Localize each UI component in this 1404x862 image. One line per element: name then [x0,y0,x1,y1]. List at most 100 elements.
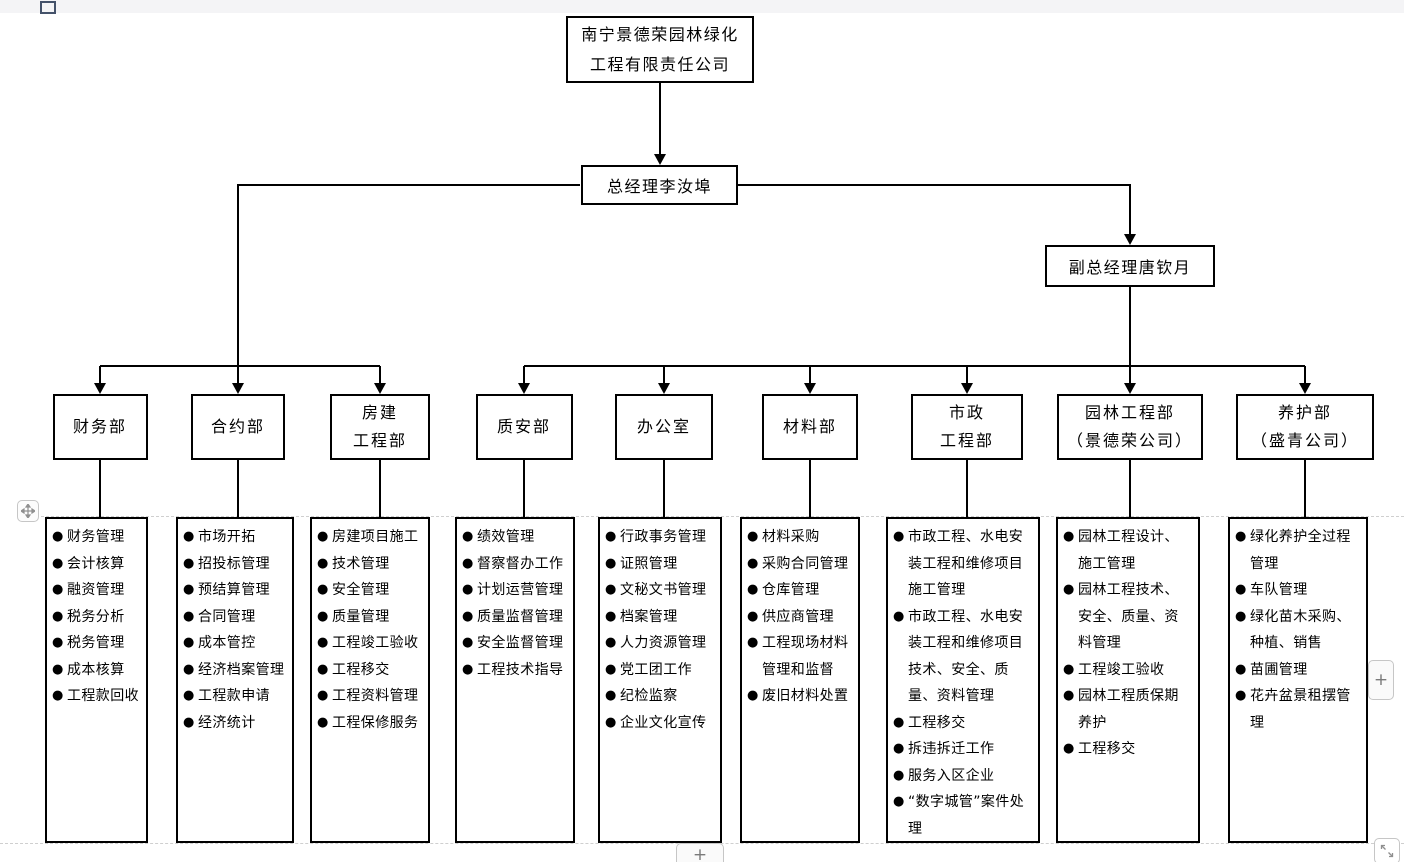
duty-item-text: 工程移交 [332,661,390,678]
duty-item-text: 企业文化宣传 [620,714,707,731]
bullet-icon: ● [1063,582,1075,597]
department-name-line: （景德荣公司） [1066,431,1193,450]
department-box-4[interactable]: 质安部 [475,394,573,460]
resize-handle-button[interactable] [1374,838,1400,862]
bullet-icon: ● [317,555,329,571]
bullet-icon: ● [183,688,195,703]
bullet-icon: ● [1063,661,1075,677]
department-box-6[interactable]: 材料部 [762,394,858,460]
duty-item-text: 工程移交 [908,714,966,731]
arrowhead [961,383,973,394]
duty-item-text: 党工团工作 [620,661,692,678]
department-name-line: 市政 [948,403,985,422]
duty-item: ●技术管理 [317,551,423,578]
duty-item-text: 车队管理 [1250,582,1308,598]
bullet-icon: ● [317,635,329,650]
department-box-5[interactable]: 办公室 [615,394,713,460]
bullet-icon: ● [605,635,617,650]
duty-item: ●园林工程设计、施工管理 [1063,524,1193,577]
department-box-2[interactable]: 合约部 [191,394,285,460]
bullet-icon: ● [747,608,759,624]
department-duties-list-2[interactable]: ●市场开拓●招投标管理●预结算管理●合同管理●成本管控●经济档案管理●工程款申请… [176,517,294,843]
bullet-icon: ● [747,582,759,597]
department-name-line: 财务部 [72,417,127,436]
duty-item: ●房建项目施工 [317,524,423,551]
duty-item: ●质量管理 [317,604,423,631]
duty-item-text: 材料采购 [762,529,820,545]
add-row-button[interactable]: + [676,843,724,862]
bullet-icon: ● [605,688,617,703]
bullet-icon: ● [462,661,474,677]
bullet-icon: ● [462,608,474,624]
department-duties-list-6[interactable]: ●材料采购●采购合同管理●仓库管理●供应商管理●工程现场材料管理和监督●废旧材料… [740,517,860,843]
duty-item-text: 工程竣工验收 [332,635,419,651]
table-move-handle[interactable] [17,500,39,522]
department-name-line: 工程部 [352,431,407,450]
department-box-8[interactable]: 园林工程部 （景德荣公司） [1057,394,1203,460]
department-name-line: 园林工程部 [1084,403,1175,422]
arrowhead [94,383,106,394]
duty-item-text: 园林工程设计、施工管理 [1078,529,1179,572]
duty-item-text: 工程竣工验收 [1078,661,1165,678]
bullet-icon: ● [183,714,195,730]
duty-item-text: 苗圃管理 [1250,661,1308,678]
department-duties-list-9[interactable]: ●绿化养护全过程管理●车队管理●绿化苗木采购、种植、销售●苗圃管理●花卉盆景租摆… [1228,517,1368,843]
bullet-icon: ● [317,582,329,597]
duty-item: ●仓库管理 [747,577,853,604]
general-manager-box[interactable]: 总经理李汝埠 [581,165,738,205]
department-name-line: 房建 [361,403,398,422]
department-box-9[interactable]: 养护部（盛青公司） [1236,394,1374,460]
duty-item-text: 安全监督管理 [477,635,564,651]
department-box-7[interactable]: 市政工程部 [911,394,1023,460]
bullet-icon: ● [605,661,617,677]
bullet-icon: ● [52,608,64,624]
duty-item: ●文秘文书管理 [605,577,715,604]
add-column-button[interactable]: + [1368,660,1394,700]
company-root-box[interactable]: 南宁景德荣园林绿化 工程有限责任公司 [566,16,754,83]
bullet-icon: ● [747,555,759,571]
department-duties-list-7[interactable]: ●市政工程、水电安装工程和维修项目施工管理●市政工程、水电安装工程和维修项目技术… [886,517,1040,843]
duty-item: ●工程竣工验收 [1063,657,1193,684]
duty-item-text: 经济档案管理 [198,661,285,678]
duty-item-text: 市政工程、水电安装工程和维修项目技术、安全、质量、资料管理 [908,608,1024,705]
duty-item-text: 废旧材料处置 [762,688,849,704]
department-duties-list-1[interactable]: ●财务管理●会计核算●融资管理●税务分析●税务管理●成本核算●工程款回收 [45,517,148,843]
duty-item-text: 经济统计 [198,714,256,731]
department-duties-list-3[interactable]: ●房建项目施工●技术管理●安全管理●质量管理●工程竣工验收●工程移交●工程资料管… [310,517,430,843]
page-outline-icon[interactable] [40,1,56,14]
bullet-icon: ● [462,635,474,650]
duty-item-text: 市政工程、水电安装工程和维修项目施工管理 [908,529,1024,598]
department-duties-list-4[interactable]: ●绩效管理●督察督办工作●计划运营管理●质量监督管理●安全监督管理●工程技术指导 [455,517,575,843]
bullet-icon: ● [462,582,474,597]
department-box-1[interactable]: 财务部 [52,394,148,460]
duty-item-text: 财务管理 [67,529,125,545]
duty-item-text: 文秘文书管理 [620,582,707,598]
bullet-icon: ● [893,794,905,809]
duty-item: ●人力资源管理 [605,630,715,657]
bullet-icon: ● [1235,529,1247,544]
duty-item-text: 预结算管理 [198,582,270,598]
duty-item: ●市场开拓 [183,524,287,551]
deputy-general-manager-box[interactable]: 副总经理唐钦月 [1045,245,1215,287]
bullet-icon: ● [183,582,195,597]
duty-item-text: 工程技术指导 [477,661,564,678]
department-duties-list-5[interactable]: ●行政事务管理●证照管理●文秘文书管理●档案管理●人力资源管理●党工团工作●纪检… [598,517,722,843]
bullet-icon: ● [1235,608,1247,624]
duty-item-text: 融资管理 [67,582,125,598]
duty-item-text: 房建项目施工 [332,529,419,545]
diagonal-resize-icon [1380,844,1394,858]
bullet-icon: ● [605,555,617,571]
duty-item-text: 服务入区企业 [908,767,995,784]
duty-item: ●税务分析 [52,604,141,631]
duty-item: ●经济统计 [183,710,287,737]
duty-item-text: 成本管控 [198,635,256,651]
bullet-icon: ● [52,688,64,703]
bullet-icon: ● [52,582,64,597]
duty-item: ●工程移交 [893,710,1033,737]
bullet-icon: ● [1235,688,1247,703]
bullet-icon: ● [605,714,617,730]
department-box-3[interactable]: 房建工程部 [330,394,430,460]
department-duties-list-8[interactable]: ●园林工程设计、施工管理●园林工程技术、安全、质量、资料管理●工程竣工验收●园林… [1056,517,1200,843]
duty-item-text: 绩效管理 [477,529,535,545]
duty-item: ●融资管理 [52,577,141,604]
